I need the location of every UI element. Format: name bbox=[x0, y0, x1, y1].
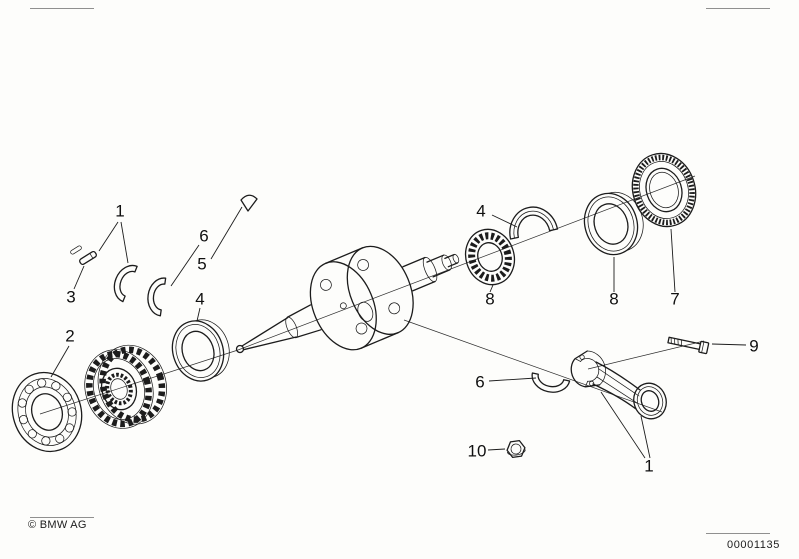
copyright-notice: © BMW AG bbox=[28, 519, 87, 531]
callout-8-right: 8 bbox=[609, 289, 619, 309]
spacer-ring bbox=[171, 319, 230, 382]
crankshaft bbox=[235, 245, 460, 354]
dowel-pin bbox=[70, 245, 97, 266]
frame-marks bbox=[30, 8, 770, 534]
connecting-rod bbox=[570, 350, 667, 420]
rod-bolt bbox=[667, 336, 710, 355]
callout-10: 10 bbox=[467, 441, 487, 461]
main-bearing-shells bbox=[108, 260, 167, 317]
leader-lines bbox=[50, 206, 747, 459]
shim-ring bbox=[583, 191, 644, 256]
callout-6-lower: 6 bbox=[475, 372, 485, 392]
woodruff-key bbox=[240, 194, 258, 212]
splined-ring bbox=[464, 228, 516, 286]
callout-4-right: 4 bbox=[476, 201, 486, 221]
radial-seal bbox=[631, 152, 697, 228]
callout-3: 3 bbox=[66, 287, 76, 307]
callout-7: 7 bbox=[670, 289, 680, 309]
callout-1-bottom: 1 bbox=[644, 456, 654, 476]
ball-bearing bbox=[11, 371, 83, 453]
callout-6-upper: 6 bbox=[199, 226, 209, 246]
callout-4-left: 4 bbox=[195, 289, 205, 309]
callout-5: 5 bbox=[197, 254, 207, 274]
callout-9: 9 bbox=[749, 336, 759, 356]
rod-nut bbox=[506, 439, 526, 459]
timing-sprocket bbox=[84, 344, 167, 429]
callout-1-top: 1 bbox=[115, 201, 125, 221]
callout-2: 2 bbox=[65, 326, 75, 346]
document-number: 00001135 bbox=[727, 539, 780, 551]
bearing-shell-upper bbox=[509, 206, 559, 240]
callout-8-left: 8 bbox=[485, 289, 495, 309]
thrust-shell bbox=[528, 372, 571, 397]
